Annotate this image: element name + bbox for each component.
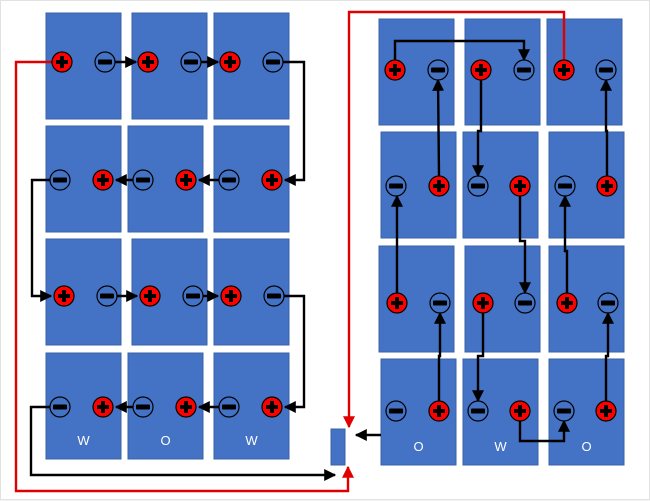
negative-terminal-icon: [597, 292, 619, 314]
positive-terminal-icon: [386, 292, 408, 314]
positive-terminal-icon: [384, 59, 406, 81]
series-wire: [518, 419, 570, 443]
positive-terminal-icon: [139, 285, 161, 307]
negative-terminal-icon: [96, 285, 118, 307]
negative-terminal-icon: [49, 396, 71, 418]
positive-terminal-icon: [509, 400, 531, 422]
series-wire: [600, 78, 612, 176]
negative-terminal-icon: [467, 400, 489, 422]
wires-layer: [14, 10, 614, 493]
series-wire: [432, 78, 445, 177]
terminals-layer: [49, 51, 619, 422]
positive-terminal-icon: [553, 59, 575, 81]
series-wire: [472, 80, 484, 178]
series-wire: [393, 39, 530, 62]
negative-terminal-icon: [513, 59, 535, 81]
positive-terminal-icon: [261, 396, 283, 418]
positive-terminal-icon: [261, 169, 283, 191]
positive-terminal-icon: [51, 51, 73, 73]
series-wire: [472, 313, 485, 403]
positive-terminal-icon: [595, 400, 617, 422]
positive-terminal-icon: [596, 175, 618, 197]
positive-terminal-icon: [219, 51, 241, 73]
positive-terminal-icon: [428, 175, 450, 197]
negative-terminal-icon: [262, 51, 284, 73]
series-wire: [283, 294, 306, 413]
positive-terminal-icon: [92, 169, 114, 191]
positive-terminal-icon: [428, 400, 450, 422]
positive-terminal-icon: [556, 292, 578, 314]
negative-terminal-icon: [554, 175, 576, 197]
negative-terminal-icon: [595, 59, 617, 81]
cell-label: W: [245, 433, 258, 448]
cell-label: O: [413, 439, 423, 454]
negative-terminal-icon: [94, 51, 116, 73]
negative-terminal-icon: [49, 169, 71, 191]
series-wire: [283, 60, 306, 186]
negative-terminal-icon: [132, 169, 154, 191]
series-wire: [559, 194, 571, 293]
positive-terminal-icon: [470, 59, 492, 81]
negative-terminal-icon: [385, 400, 407, 422]
cell-label: O: [160, 433, 170, 448]
positive-terminal-icon: [220, 285, 242, 307]
positive-terminal-icon: [92, 396, 114, 418]
positive-output-wire: [14, 60, 354, 493]
negative-terminal-icon: [385, 175, 407, 197]
negative-terminal-icon: [429, 292, 451, 314]
positive-terminal-icon: [472, 292, 494, 314]
cell-label: O: [581, 439, 591, 454]
positive-output-wire: [343, 10, 566, 429]
negative-terminal-icon: [263, 285, 285, 307]
positive-terminal-icon: [175, 396, 197, 418]
series-wire: [602, 311, 614, 401]
positive-terminal-icon: [509, 175, 531, 197]
negative-terminal-icon: [553, 400, 575, 422]
negative-terminal-icon: [427, 59, 449, 81]
negative-terminal-icon: [132, 396, 154, 418]
cell-label: W: [494, 439, 507, 454]
positive-terminal-icon: [137, 51, 159, 73]
negative-terminal-icon: [514, 292, 536, 314]
negative-terminal-icon: [180, 51, 202, 73]
series-wire: [434, 311, 446, 401]
negative-terminal-icon: [467, 175, 489, 197]
negative-terminal-icon: [182, 285, 204, 307]
negative-output-wire: [29, 405, 337, 481]
junction-box: [330, 428, 346, 466]
cell-label: W: [77, 433, 90, 448]
negative-terminal-icon: [218, 396, 240, 418]
positive-terminal-icon: [175, 169, 197, 191]
positive-terminal-icon: [53, 285, 75, 307]
series-wire: [518, 196, 531, 295]
series-wire: [30, 178, 53, 302]
negative-terminal-icon: [218, 169, 240, 191]
